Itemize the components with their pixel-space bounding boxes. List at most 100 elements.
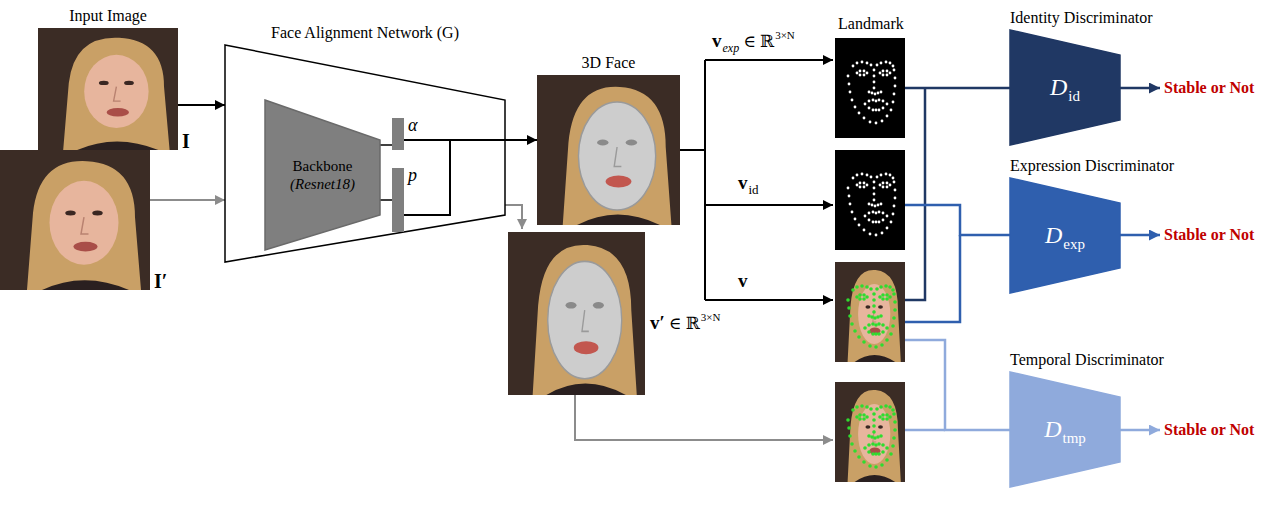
- landmark-dot: [886, 186, 889, 189]
- landmark-dot: [882, 219, 885, 222]
- landmark-dot: [859, 186, 862, 189]
- landmark-dot: [856, 174, 859, 177]
- node-heading: Identity Discriminator: [1010, 8, 1153, 27]
- node-label: exp: [1063, 235, 1085, 253]
- landmark-dot: [888, 285, 892, 289]
- landmark-dot: [882, 107, 885, 110]
- mesh-face: [508, 232, 645, 395]
- text-holder: Dexp: [1010, 178, 1120, 293]
- landmark-dot: [874, 345, 878, 349]
- landmark-dot: [894, 77, 897, 80]
- landmark-dot: [863, 446, 867, 450]
- landmark-dot: [877, 92, 880, 95]
- node-shape: [225, 45, 505, 262]
- label-group: vexp∈ ℝ3×N: [712, 30, 795, 53]
- math-subscript: id: [749, 182, 759, 197]
- landmark-dot: [861, 61, 864, 64]
- landmark-dot: [878, 415, 882, 419]
- landmark-dot: [858, 297, 862, 301]
- landmark-dot: [880, 62, 883, 65]
- landmark-dot: [892, 213, 895, 216]
- face-image: 3D Face: [537, 75, 680, 225]
- landmark-dot: [863, 182, 866, 185]
- landmark-dot: [892, 412, 896, 416]
- landmark-dot: [886, 74, 889, 77]
- landmark-dot: [847, 187, 850, 190]
- landmark-dot: [858, 293, 862, 297]
- landmark-dot: [894, 197, 897, 200]
- landmark-dot: [889, 174, 892, 177]
- math-subscript: exp: [723, 41, 740, 55]
- landmark-dot: [881, 323, 885, 327]
- landmark-dot: [867, 450, 871, 454]
- math-superscript: 3×N: [701, 311, 721, 323]
- landmark-dot: [886, 227, 889, 230]
- landmark-dot: [892, 65, 895, 68]
- landmark-dot: [879, 285, 883, 289]
- landmark-dot: [881, 297, 885, 301]
- discriminator-block: DexpExpression Discriminator: [1010, 178, 1120, 293]
- landmark-dot: [851, 288, 855, 292]
- landmark-dot: [856, 184, 859, 187]
- node-heading: Input Image: [69, 6, 147, 25]
- node-heading: Face Alignment Network (G): [271, 23, 459, 42]
- wire: [905, 429, 945, 432]
- identity-inputs: [905, 88, 1010, 300]
- landmark-dot: [850, 322, 854, 326]
- landmark-dot: [868, 107, 871, 110]
- landmark-dot: [892, 292, 896, 296]
- landmark-dot: [885, 417, 889, 421]
- label-group: vid: [738, 172, 759, 195]
- landmark-dot: [872, 412, 876, 416]
- landmark-dot: [855, 405, 859, 409]
- landmark-dot: [862, 297, 866, 301]
- flow-arrow: [150, 199, 225, 201]
- landmark-dot: [861, 173, 864, 176]
- landmark-dot: [857, 455, 861, 459]
- landmark-dot: [864, 103, 867, 106]
- landmark-dot: [881, 232, 884, 235]
- flow-arrow: [505, 139, 537, 141]
- landmark-dot: [874, 465, 878, 469]
- landmark-dot: [873, 69, 876, 72]
- column-heading: Landmark: [838, 15, 904, 32]
- landmark-dot: [892, 177, 895, 180]
- node-heading: Temporal Discriminator: [1010, 350, 1164, 369]
- label-group: Stable or Not: [1164, 78, 1254, 97]
- landmark-dot: [893, 308, 897, 312]
- landmark-dot: [882, 182, 885, 185]
- landmark-dot: [860, 284, 864, 288]
- landmark-dot: [872, 304, 876, 308]
- landmark-dot: [875, 221, 878, 224]
- landmark-dot: [867, 443, 871, 447]
- landmark-dot: [886, 182, 889, 185]
- landmark-dot: [885, 458, 889, 462]
- landmark-dot: [868, 219, 871, 222]
- landmark-dot: [872, 109, 875, 112]
- math-symbol: v′: [650, 312, 665, 333]
- landmark-dot: [885, 61, 888, 64]
- landmark-dot: [885, 293, 889, 297]
- math-relation: ∈ ℝ: [669, 314, 700, 333]
- landmark-dot: [872, 430, 876, 434]
- landmark-dot: [876, 64, 879, 67]
- node-label: Backbone: [293, 157, 353, 175]
- landmark-dot: [882, 70, 885, 73]
- landmark-dot: [872, 418, 876, 422]
- landmark-dot: [868, 91, 871, 94]
- text-holder: Dtmp: [1010, 372, 1120, 487]
- landmark-dot: [871, 452, 875, 456]
- arrow: [705, 299, 833, 301]
- landmark-dot: [881, 293, 885, 297]
- node-shape: [1010, 30, 1120, 145]
- landmark-dot: [868, 464, 872, 468]
- landmark-dot: [872, 211, 875, 214]
- landmark-dot: [876, 176, 879, 179]
- gray-arrow: [575, 395, 833, 440]
- landmark-image: [835, 150, 905, 250]
- landmark-dot: [888, 405, 892, 409]
- landmark-dot: [863, 229, 866, 232]
- landmark-dot: [859, 74, 862, 77]
- landmark-dot: [888, 295, 892, 299]
